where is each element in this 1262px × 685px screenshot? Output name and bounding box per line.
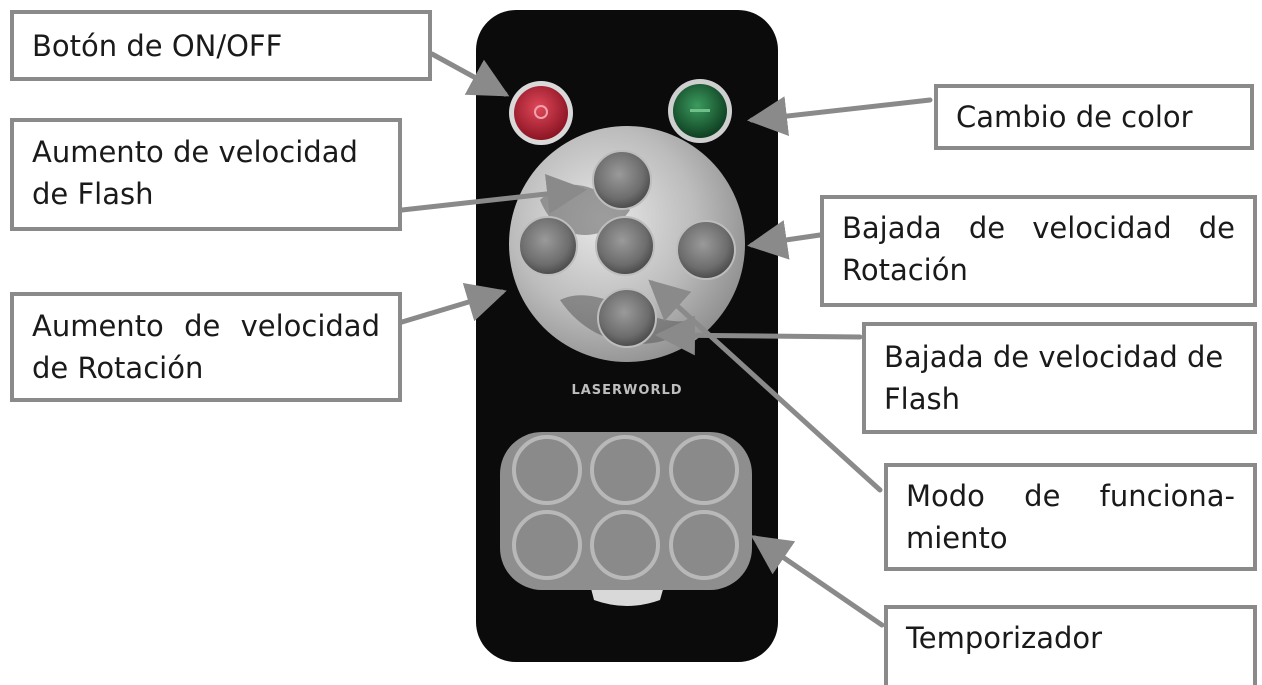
callout-timer-text: Temporizador (906, 621, 1103, 655)
brand-logo: LASERWORLD (571, 383, 682, 398)
arrow-mode (648, 279, 883, 493)
arrow-color (747, 96, 933, 136)
arrow-timer (750, 535, 885, 628)
color-button[interactable] (668, 79, 732, 143)
callout-flash-up-text: Aumento de velocidad de Flash (32, 135, 358, 211)
arrow-power (429, 51, 510, 97)
timer-button-1[interactable] (512, 435, 582, 505)
callout-flash-down: Bajada de velocidad de Flash (862, 322, 1257, 434)
callout-flash-down-text: Bajada de velocidad de Flash (884, 340, 1224, 416)
arrow-flash-up (399, 173, 587, 214)
callout-mode: Modo de funciona-miento (884, 463, 1257, 571)
mode-button[interactable] (595, 216, 655, 276)
arrow-flash-down (655, 315, 863, 356)
rotation-down-button[interactable] (676, 220, 736, 280)
timer-button-6[interactable] (669, 510, 739, 580)
callout-color-text: Cambio de color (956, 100, 1193, 134)
callout-timer: Temporizador (884, 605, 1257, 685)
callout-mode-text: Modo de funciona-miento (906, 479, 1235, 555)
timer-button-2[interactable] (590, 435, 660, 505)
power-icon (534, 105, 548, 119)
rotation-up-button[interactable] (518, 216, 578, 276)
flash-down-button[interactable] (597, 288, 657, 348)
arrow-rotation-down (747, 220, 823, 260)
flash-up-button[interactable] (592, 150, 652, 210)
callout-rotation-down: Bajada de velocidad de Rotación (820, 195, 1257, 307)
timer-button-5[interactable] (590, 510, 660, 580)
callout-power: Botón de ON/OFF (10, 10, 432, 81)
timer-button-4[interactable] (512, 510, 582, 580)
callout-power-text: Botón de ON/OFF (32, 29, 283, 63)
callout-rotation-down-text: Bajada de velocidad de Rotación (842, 211, 1235, 287)
arrow-rotation-up (399, 282, 507, 325)
callout-color: Cambio de color (934, 84, 1254, 150)
timer-button-3[interactable] (669, 435, 739, 505)
direction-pad (509, 126, 745, 362)
power-button[interactable] (509, 81, 573, 145)
callout-flash-up: Aumento de velocidad de Flash (10, 118, 402, 231)
timer-pad (500, 432, 752, 606)
callout-rotation-up-text: Aumento de velocidad de Rotación (32, 309, 380, 385)
callout-rotation-up: Aumento de velocidad de Rotación (10, 292, 402, 402)
